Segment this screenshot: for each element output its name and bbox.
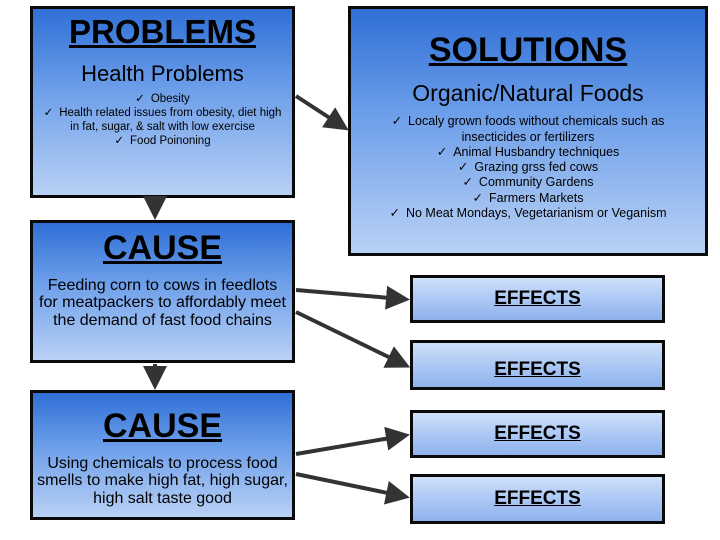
checkmark-icon: ✓ bbox=[43, 107, 54, 120]
cause-box-1: CAUSE Feeding corn to cows in feedlots f… bbox=[30, 220, 295, 363]
effects-label-4: EFFECTS bbox=[494, 488, 581, 509]
cause-2-title: CAUSE bbox=[102, 407, 223, 445]
solution-item-husbandry: ✓Animal Husbandry techniques bbox=[436, 144, 620, 159]
checkmark-icon: ✓ bbox=[462, 175, 473, 190]
solution-item-local-foods: ✓Localy grown foods without chemicals su… bbox=[391, 114, 665, 144]
checkmark-icon: ✓ bbox=[114, 135, 125, 148]
checkmark-icon: ✓ bbox=[391, 114, 403, 129]
solution-item-grazing: ✓Grazing grss fed cows bbox=[457, 160, 599, 175]
solution-item-gardens: ✓Community Gardens bbox=[462, 175, 594, 190]
solutions-list: ✓Localy grown foods without chemicals su… bbox=[361, 114, 695, 221]
arrow-problems-to-solutions bbox=[294, 94, 349, 131]
problems-subtitle: Health Problems bbox=[81, 61, 244, 86]
problem-item-health-issues: ✓Health related issues from obesity, die… bbox=[43, 107, 282, 134]
checkmark-icon: ✓ bbox=[135, 93, 145, 106]
effects-label-3: EFFECTS bbox=[494, 423, 581, 444]
cause-2-text: Using chemicals to process food smells t… bbox=[37, 455, 288, 507]
problem-item-food-poisoning: ✓Food Poinoning bbox=[114, 135, 211, 148]
cause-1-title: CAUSE bbox=[102, 229, 223, 267]
cause-1-text: Feeding corn to cows in feedlots for mea… bbox=[39, 277, 286, 329]
effects-box-4: EFFECTS bbox=[410, 474, 665, 524]
problems-title: PROBLEMS bbox=[68, 13, 256, 50]
checkmark-icon: ✓ bbox=[457, 160, 469, 175]
solutions-title: SOLUTIONS bbox=[428, 31, 628, 69]
arrow-cause-2-to-effects-3 bbox=[295, 426, 410, 456]
cause-box-2: CAUSE Using chemicals to process food sm… bbox=[30, 390, 295, 520]
problems-box: PROBLEMS Health Problems ✓Obesity ✓Healt… bbox=[30, 6, 295, 198]
solutions-subtitle: Organic/Natural Foods bbox=[412, 80, 644, 106]
effects-box-2: EFFECTS bbox=[410, 340, 665, 390]
problems-list: ✓Obesity ✓Health related issues from obe… bbox=[41, 92, 284, 148]
effects-label-2: EFFECTS bbox=[494, 359, 581, 380]
effects-label-1: EFFECTS bbox=[494, 288, 581, 309]
solution-item-no-meat: ✓No Meat Mondays, Vegetarianism or Vegan… bbox=[389, 205, 667, 220]
checkmark-icon: ✓ bbox=[436, 144, 448, 159]
solution-item-markets: ✓Farmers Markets bbox=[472, 190, 584, 205]
solutions-box: SOLUTIONS Organic/Natural Foods ✓Localy … bbox=[348, 6, 708, 256]
checkmark-icon: ✓ bbox=[389, 205, 400, 220]
problem-item-obesity: ✓Obesity bbox=[135, 93, 190, 106]
arrow-cause-1-to-effects-2 bbox=[295, 310, 411, 368]
arrow-cause-2-to-effects-4 bbox=[295, 472, 410, 505]
arrow-cause-1-to-effects-1 bbox=[295, 285, 410, 310]
effects-box-3: EFFECTS bbox=[410, 410, 665, 458]
checkmark-icon: ✓ bbox=[472, 190, 484, 205]
effects-box-1: EFFECTS bbox=[410, 275, 665, 323]
